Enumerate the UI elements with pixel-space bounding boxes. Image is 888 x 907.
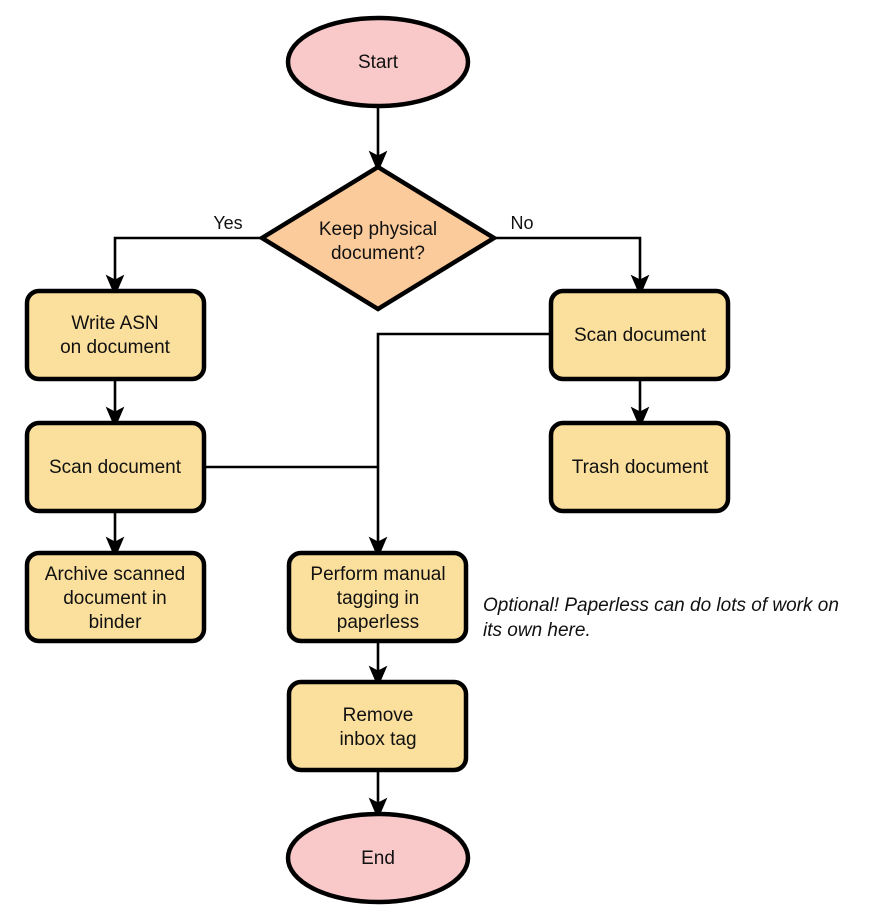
write-asn-label-line-2: on document bbox=[60, 337, 171, 358]
archive-binder-label-line-1: Archive scanned bbox=[45, 564, 185, 585]
start-label: Start bbox=[358, 52, 399, 73]
remove-inbox-tag-label-line-1: Remove bbox=[343, 705, 414, 726]
node-decision[interactable]: Keep physical document? bbox=[257, 164, 499, 312]
trash-document-box bbox=[548, 420, 731, 514]
manual-tagging-label-line-3: paperless bbox=[337, 612, 419, 633]
write-asn-label-line-1: Write ASN bbox=[71, 313, 158, 334]
connector-scan-right-to-manual-tagging bbox=[368, 332, 551, 559]
node-manual-tagging[interactable]: Perform manual tagging in paperless bbox=[286, 550, 469, 644]
manual-tagging-box bbox=[286, 550, 469, 644]
optional-note-line-1: Optional! Paperless can do lots of work … bbox=[483, 595, 839, 616]
connector-decision-no-to-scan-right bbox=[494, 236, 650, 297]
remove-inbox-tag-box bbox=[286, 679, 469, 773]
manual-tagging-label-line-1: Perform manual bbox=[310, 564, 445, 585]
node-trash-document[interactable]: Trash document bbox=[548, 420, 731, 514]
archive-binder-box bbox=[24, 550, 207, 644]
end-label: End bbox=[361, 848, 395, 869]
node-scan-document-right[interactable]: Scan document bbox=[548, 288, 731, 382]
scan-document-left-label: Scan document bbox=[49, 457, 182, 478]
decision-diamond bbox=[257, 164, 499, 312]
connector-layer bbox=[105, 106, 650, 820]
node-start[interactable]: Start bbox=[285, 15, 471, 109]
archive-binder-label-line-2: document in bbox=[63, 588, 167, 609]
write-asn-box bbox=[24, 288, 207, 382]
end-ellipse bbox=[285, 811, 471, 905]
remove-inbox-tag-label-line-2: inbox tag bbox=[339, 729, 416, 750]
node-archive-binder[interactable]: Archive scanned document in binder bbox=[24, 550, 207, 644]
edge-label-no: No bbox=[510, 213, 533, 233]
scan-document-right-label: Scan document bbox=[574, 325, 707, 346]
start-ellipse bbox=[285, 15, 471, 109]
decision-label-line-1: Keep physical bbox=[319, 219, 437, 240]
node-scan-document-left[interactable]: Scan document bbox=[24, 420, 207, 514]
scan-document-left-box bbox=[24, 420, 207, 514]
scan-document-right-box bbox=[548, 288, 731, 382]
node-remove-inbox-tag[interactable]: Remove inbox tag bbox=[286, 679, 469, 773]
archive-binder-label-line-3: binder bbox=[89, 612, 142, 633]
decision-label-line-2: document? bbox=[331, 243, 425, 264]
node-end[interactable]: End bbox=[285, 811, 471, 905]
optional-note-line-2: its own here. bbox=[483, 620, 591, 641]
connector-decision-yes-to-write-asn bbox=[105, 236, 262, 297]
edge-label-yes: Yes bbox=[213, 213, 242, 233]
annotation-optional-note: Optional! Paperless can do lots of work … bbox=[483, 595, 839, 641]
node-write-asn[interactable]: Write ASN on document bbox=[24, 288, 207, 382]
manual-tagging-label-line-2: tagging in bbox=[337, 588, 419, 609]
trash-document-label: Trash document bbox=[572, 457, 709, 478]
